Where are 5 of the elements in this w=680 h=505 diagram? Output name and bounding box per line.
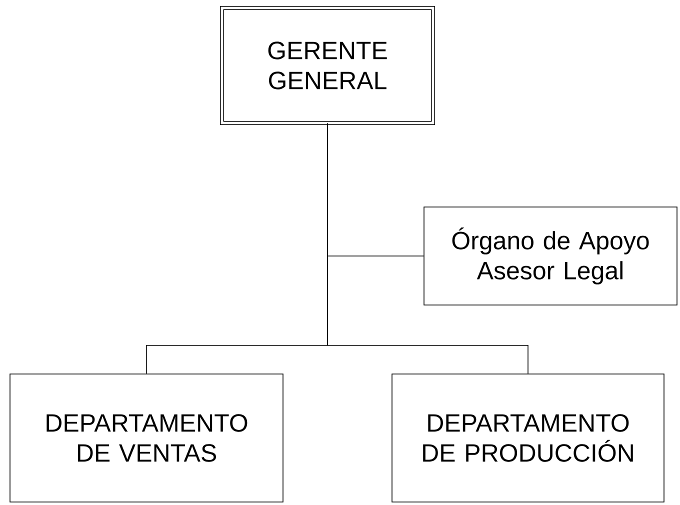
manager-box: GERENTE GENERAL [220,6,436,126]
department-box: DEPARTAMENTO DE VENTAS [10,374,284,502]
department-box: DEPARTAMENTO DE PRODUCCIÓN [392,374,664,502]
connector-line [327,123,528,374]
support-box: Órgano de Apoyo Asesor Legal [424,206,678,306]
